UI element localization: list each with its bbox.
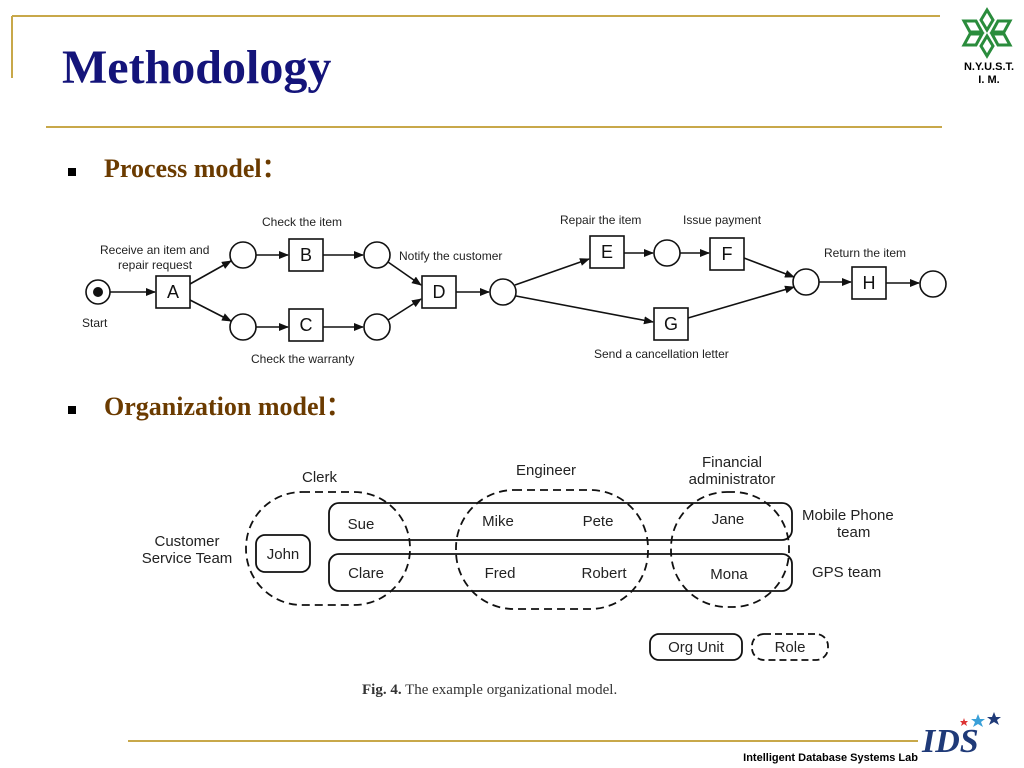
label-start: Start	[82, 316, 108, 330]
task-f-label: F	[722, 244, 733, 264]
person-pete: Pete	[583, 513, 614, 530]
nyust-logo-text: N.Y.U.S.T. I. M.	[944, 61, 1024, 87]
legend-org-unit-label: Org Unit	[668, 639, 725, 656]
end-place	[919, 270, 947, 298]
org-unit-mobile-phone-team	[328, 502, 793, 541]
label-receive-2: repair request	[118, 258, 193, 272]
unit-gps-label: GPS team	[812, 564, 881, 581]
page-title: Methodology	[62, 41, 332, 94]
label-cancel: Send a cancellation letter	[594, 347, 729, 361]
role-engineer-label: Engineer	[516, 462, 576, 479]
label-issue: Issue payment	[683, 213, 762, 227]
bullet-marker-process	[68, 168, 76, 176]
ids-lab-logo-icon: IDS	[921, 712, 1001, 760]
label-return: Return the item	[824, 246, 906, 260]
label-check-warranty: Check the warranty	[251, 352, 354, 366]
task-b-box	[288, 238, 324, 272]
figure-caption-text: The example organizational model.	[402, 682, 618, 698]
task-h-label: H	[863, 273, 876, 293]
person-sue: Sue	[348, 516, 375, 533]
nyust-logo-icon	[961, 7, 1013, 59]
org-unit-gps-team	[328, 553, 793, 592]
legend-org-unit-box	[649, 633, 743, 661]
footer-lab-name: Intelligent Database Systems Lab	[743, 752, 918, 764]
place-after-d	[489, 278, 517, 306]
task-f-box	[709, 237, 745, 271]
start-token	[93, 287, 103, 297]
process-arcs	[110, 249, 920, 331]
label-check-item: Check the item	[262, 215, 342, 229]
unit-mobile-label-2: team	[837, 524, 870, 541]
task-a-label: A	[167, 282, 179, 302]
label-receive-1: Receive an item and	[100, 243, 209, 257]
bullet-process-model: Process model：	[104, 154, 288, 183]
role-clerk-label: Clerk	[302, 469, 338, 486]
person-mona: Mona	[710, 566, 748, 583]
person-robert: Robert	[581, 565, 627, 582]
task-c-label: C	[300, 315, 313, 335]
task-a-box	[155, 275, 191, 309]
task-c-box	[288, 308, 324, 342]
role-clerk	[245, 491, 411, 606]
place-after-b	[363, 241, 391, 269]
person-mike: Mike	[482, 513, 514, 530]
task-g-box	[653, 307, 689, 341]
person-fred: Fred	[485, 565, 516, 582]
task-g-label: G	[664, 314, 678, 334]
person-jane: Jane	[712, 511, 745, 528]
ids-logo-text: IDS	[921, 723, 979, 760]
figure-caption: Fig. 4. The example organizational model…	[362, 682, 617, 698]
unit-customer-label-2: Service Team	[142, 550, 233, 567]
role-engineer	[455, 489, 649, 610]
person-clare: Clare	[348, 565, 384, 582]
legend-role-label: Role	[775, 639, 806, 656]
role-financial-label-1: Financial	[702, 454, 762, 471]
logo-line-2: I. M.	[978, 74, 1000, 86]
role-financial-administrator	[670, 491, 790, 608]
unit-mobile-label-1: Mobile Phone	[802, 507, 894, 524]
person-john: John	[267, 546, 300, 563]
bullet-marker-organization	[68, 406, 76, 414]
legend-role-box	[751, 633, 829, 661]
task-e-label: E	[601, 242, 613, 262]
task-b-label: B	[300, 245, 312, 265]
task-h-box	[851, 266, 887, 300]
role-financial-label-2: administrator	[689, 471, 776, 488]
org-unit-customer-service-team	[255, 534, 311, 573]
task-d-label: D	[433, 282, 446, 302]
figure-caption-bold: Fig. 4.	[362, 682, 402, 698]
label-repair: Repair the item	[560, 213, 641, 227]
place-after-c	[363, 313, 391, 341]
task-e-box	[589, 235, 625, 269]
bullet-organization-model: Organization model：	[104, 392, 352, 421]
label-notify: Notify the customer	[399, 249, 502, 263]
unit-customer-label-1: Customer	[154, 533, 219, 550]
logo-line-1: N.Y.U.S.T.	[963, 61, 1015, 73]
